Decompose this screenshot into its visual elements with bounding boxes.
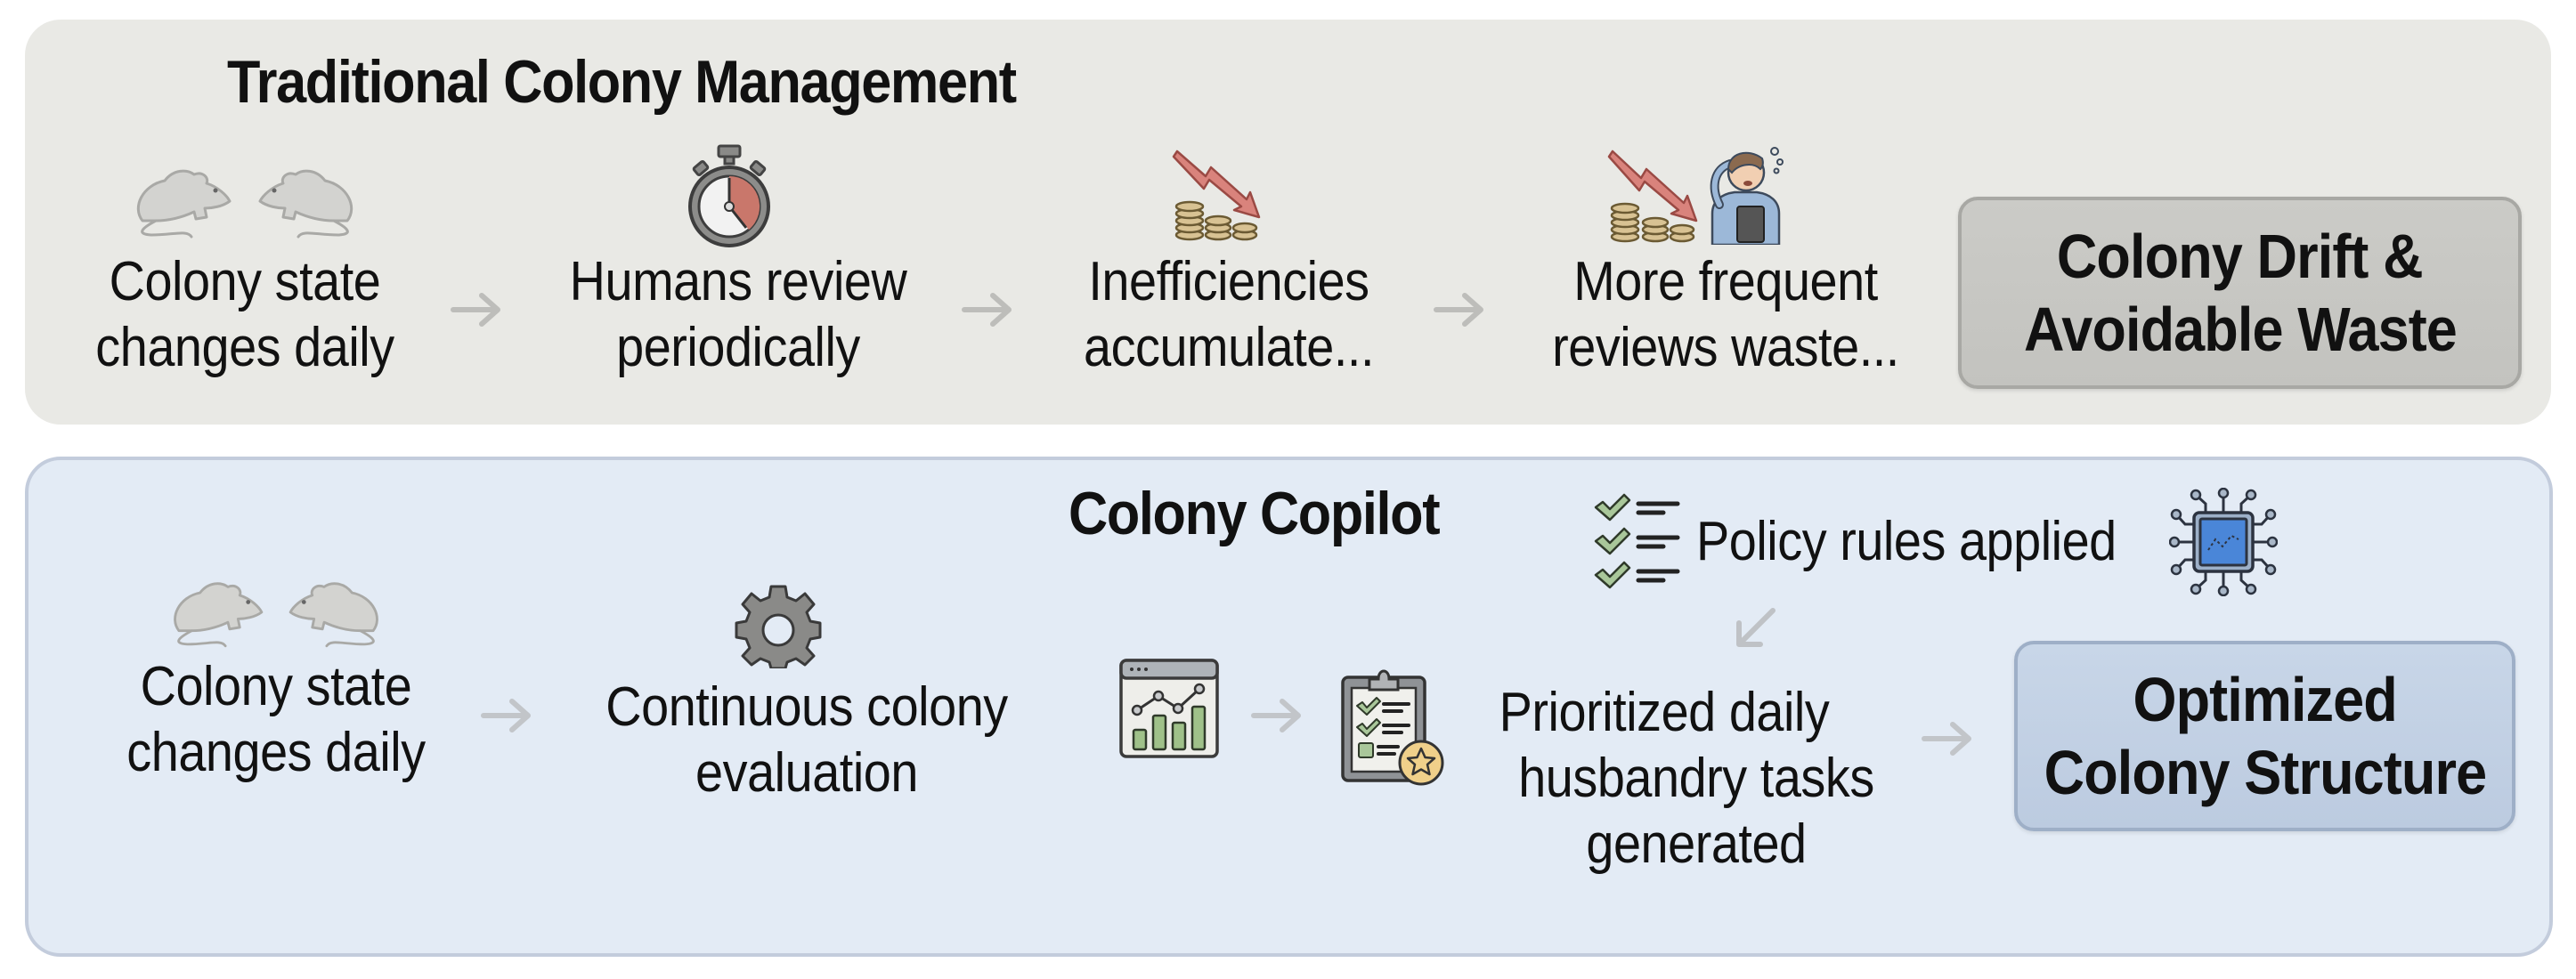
- arrow-right-icon: [451, 293, 500, 327]
- step-line: More frequent: [1573, 251, 1878, 312]
- mice-icon: [174, 582, 378, 648]
- step-line: Colony state: [109, 251, 381, 312]
- mice-icon: [136, 169, 353, 239]
- step-line: accumulate...: [1083, 317, 1375, 378]
- step-line: Inefficiencies: [1088, 251, 1369, 312]
- arrow-right-icon: [481, 699, 531, 732]
- clipboard-star-icon: [1341, 669, 1444, 786]
- step-line: evaluation: [695, 742, 918, 804]
- traditional-step-2-text: Humans review periodically: [570, 249, 907, 381]
- colony-drift-result-box: Colony Drift & Avoidable Waste: [1958, 197, 2522, 389]
- arrow-right-icon: [1251, 699, 1301, 732]
- copilot-step-1-text: Colony state changes daily: [126, 654, 426, 786]
- arrow-right-icon: [1922, 722, 1971, 756]
- result-line: Optimized: [2133, 665, 2397, 734]
- gear-icon: [735, 585, 822, 668]
- step-line: periodically: [616, 317, 860, 378]
- result-line: Avoidable Waste: [2023, 295, 2458, 364]
- arrow-down-left-icon: [1736, 608, 1776, 647]
- step-line: changes daily: [126, 722, 426, 783]
- step-line: Humans review: [569, 251, 907, 312]
- checklist-icon: [1594, 493, 1680, 589]
- stopwatch-icon: [688, 144, 770, 247]
- step-line: changes daily: [95, 317, 394, 378]
- step-line: husbandry tasks: [1518, 748, 1874, 809]
- arrow-right-icon: [1434, 293, 1483, 327]
- traditional-step-3-text: Inefficiencies accumulate...: [1084, 249, 1374, 381]
- step-line: Colony state: [140, 656, 412, 717]
- step-line: Prioritized daily: [1499, 682, 1830, 743]
- step-line: generated: [1586, 813, 1807, 875]
- traditional-step-1-text: Colony state changes daily: [95, 249, 394, 381]
- step-line: Continuous colony: [605, 676, 1008, 738]
- arrow-right-icon: [962, 293, 1012, 327]
- copilot-step-2-text: Continuous colony evaluation: [605, 675, 1008, 806]
- traditional-title: Traditional Colony Management: [227, 48, 1017, 116]
- copilot-title: Colony Copilot: [1069, 480, 1441, 547]
- step-line: reviews waste...: [1552, 317, 1899, 378]
- dashboard-chart-icon: [1119, 659, 1219, 758]
- stressed-person-coins-icon: [1607, 147, 1784, 245]
- result-line: Colony Drift &: [2057, 222, 2424, 291]
- copilot-step-4-text: Prioritized daily husbandry tasks genera…: [1499, 680, 1875, 878]
- optimized-structure-result-box: Optimized Colony Structure: [2014, 641, 2515, 831]
- chip-icon: [2169, 488, 2278, 596]
- declining-coins-icon: [1172, 150, 1261, 241]
- result-line: Colony Structure: [2044, 738, 2487, 807]
- traditional-step-4-text: More frequent reviews waste...: [1552, 249, 1899, 381]
- policy-rules-label: Policy rules applied: [1696, 511, 2117, 572]
